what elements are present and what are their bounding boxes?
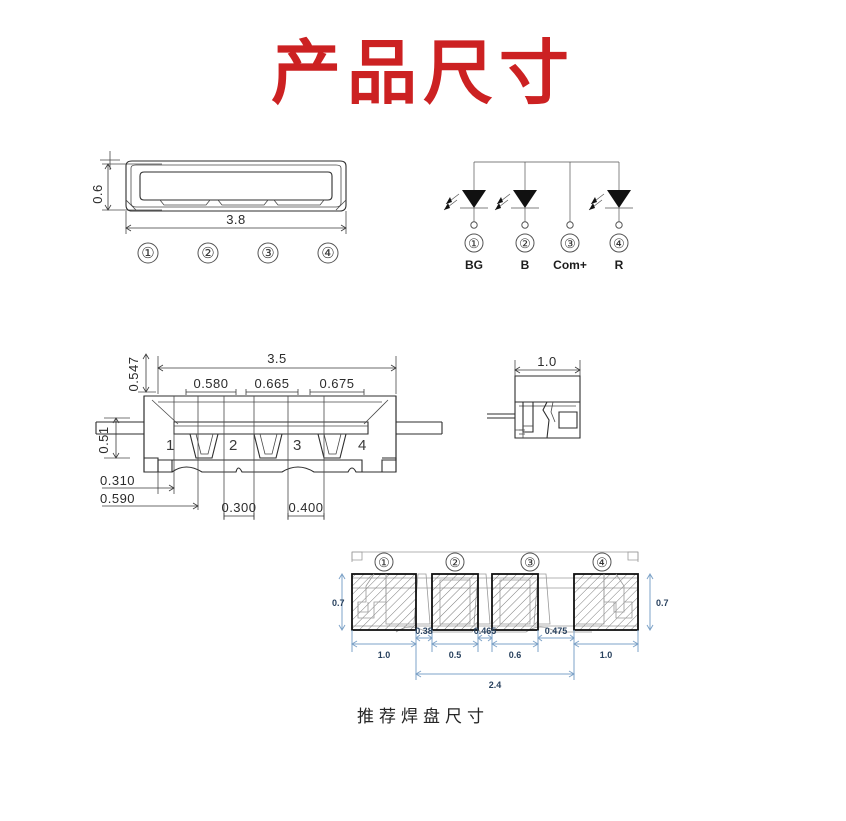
pad-dim-1: 1.0 xyxy=(378,650,391,660)
package-cross-section: 0.547 0.51 3.5 0.580 0.665 0.675 xyxy=(86,330,446,530)
pad-number-2-label: ② xyxy=(449,555,461,570)
cross-seg-dim-2: 0.665 xyxy=(254,376,289,391)
cross-pin-4: 4 xyxy=(358,437,366,454)
terminal-4 xyxy=(615,221,623,229)
pad-3 xyxy=(491,573,539,631)
cross-pin-2: 2 xyxy=(229,437,237,454)
schematic-pin-2-label: ② xyxy=(519,236,531,251)
terminal-3 xyxy=(566,221,574,229)
top-view-pin-2-label: ② xyxy=(201,245,214,262)
schematic-label-b: B xyxy=(521,258,530,272)
cross-left-dim-2: 0.590 xyxy=(100,491,135,506)
terminal-1 xyxy=(470,221,478,229)
schematic-label-com: Com+ xyxy=(553,258,587,272)
pad-dim-6: 0.475 xyxy=(545,626,568,636)
cross-bottom-dim-2: 0.400 xyxy=(288,500,323,515)
cross-pin-1: 1 xyxy=(166,437,174,454)
pad-2 xyxy=(431,573,479,631)
pad-1 xyxy=(351,573,417,631)
pad-number-1-label: ① xyxy=(378,555,390,570)
top-view-pin-4-label: ④ xyxy=(321,245,334,262)
cross-bottom-dim-1: 0.300 xyxy=(221,500,256,515)
side-view-width-dim: 1.0 xyxy=(537,354,557,369)
pad-number-4: ④ xyxy=(592,552,612,572)
pad-number-3: ③ xyxy=(520,552,540,572)
schematic-label-bg: BG xyxy=(465,258,483,272)
pad-number-2: ② xyxy=(445,552,465,572)
led-symbol-2 xyxy=(494,190,539,222)
page-title: 产品尺寸 xyxy=(271,32,575,114)
cross-seg-dim-3: 0.675 xyxy=(319,376,354,391)
package-side-view: 1.0 xyxy=(485,342,615,452)
top-view-pin-1-label: ① xyxy=(141,245,154,262)
schematic-pin-1: ① xyxy=(464,233,484,253)
cross-left-dim-1: 0.310 xyxy=(100,473,135,488)
top-view-pin-1: ① xyxy=(137,242,159,264)
pad-dim-7: 1.0 xyxy=(600,650,613,660)
pad-height-right-dim: 0.7 xyxy=(656,598,669,608)
pad-dim-5: 0.6 xyxy=(509,650,522,660)
top-view-pin-3-label: ③ xyxy=(261,245,274,262)
schematic-pin-4: ④ xyxy=(609,233,629,253)
pad-number-3-label: ③ xyxy=(524,555,536,570)
recommended-pad-layout: ① ② ③ ④ 0.7 0.7 xyxy=(330,540,690,700)
pad-dim-4: 0.465 xyxy=(474,626,497,636)
pad-dim-3: 0.5 xyxy=(449,650,462,660)
schematic-pin-4-label: ④ xyxy=(613,236,625,251)
schematic-label-r: R xyxy=(615,258,624,272)
terminal-2 xyxy=(521,221,529,229)
pad-4 xyxy=(573,573,639,631)
cross-height-body-dim: 0.51 xyxy=(96,426,111,453)
led-symbol-1 xyxy=(443,190,488,222)
top-view-pin-4: ④ xyxy=(317,242,339,264)
pad-number-4-label: ④ xyxy=(596,555,608,570)
schematic-pin-3-label: ③ xyxy=(564,236,576,251)
top-view-pin-3: ③ xyxy=(257,242,279,264)
schematic-pin-3: ③ xyxy=(560,233,580,253)
pad-layout-caption: 推荐焊盘尺寸 xyxy=(357,707,489,727)
pad-height-left-dim: 0.7 xyxy=(332,598,345,608)
cross-overall-width-dim: 3.5 xyxy=(267,351,287,366)
cross-pin-3: 3 xyxy=(293,437,301,454)
top-view-width-dim: 3.8 xyxy=(226,212,246,227)
top-view-height-dim: 0.6 xyxy=(90,184,105,204)
cross-height-top-dim: 0.547 xyxy=(126,356,141,391)
package-top-view: 0.6 3.8 ① xyxy=(78,148,378,268)
schematic-pin-2: ② xyxy=(515,233,535,253)
cross-seg-dim-1: 0.580 xyxy=(193,376,228,391)
led-circuit-schematic: ① ② ③ ④ BG B Com+ R xyxy=(432,150,652,275)
led-symbol-3 xyxy=(588,190,633,222)
pad-total-dim: 2.4 xyxy=(489,680,502,690)
schematic-pin-1-label: ① xyxy=(468,236,480,251)
pad-number-1: ① xyxy=(374,552,394,572)
pad-dim-2: 0.38 xyxy=(415,626,433,636)
top-view-pin-2: ② xyxy=(197,242,219,264)
